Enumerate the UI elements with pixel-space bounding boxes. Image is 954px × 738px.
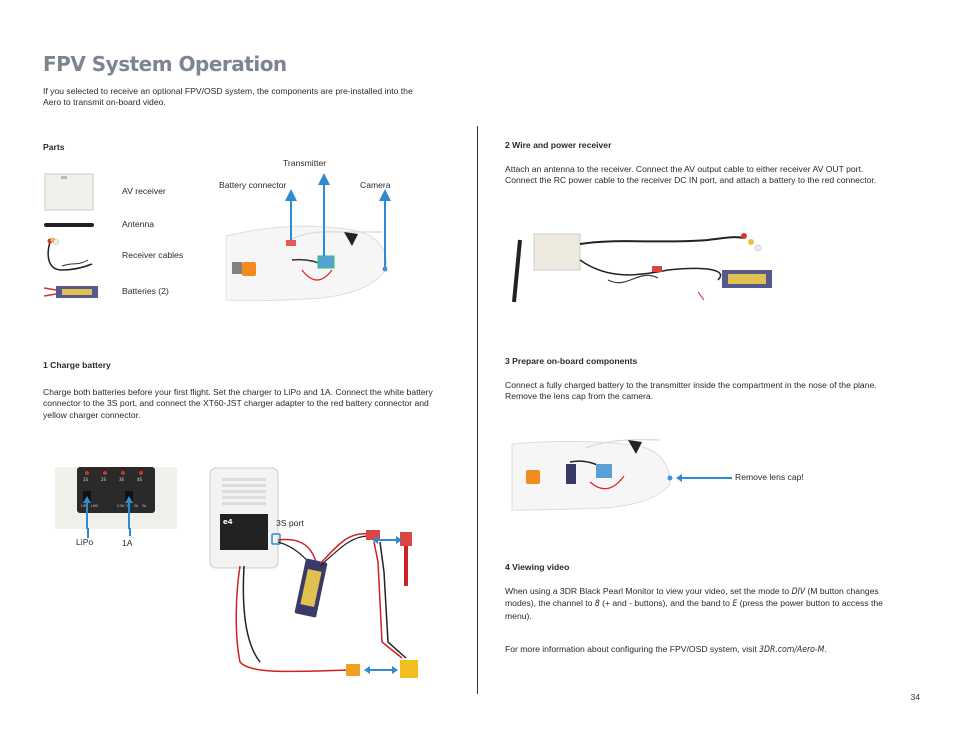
step4-heading: 4 Viewing video — [505, 562, 570, 572]
more-info-text: For more information about configuring t… — [505, 644, 827, 655]
label-3s-port: 3S port — [276, 518, 304, 528]
part-label-av-receiver: AV receiver — [122, 186, 166, 196]
switch-label-3a: 3A — [142, 504, 147, 508]
part-label-receiver-cables: Receiver cables — [122, 250, 184, 260]
switch-label-2a: 2A — [134, 504, 139, 508]
av-receiver-image — [44, 173, 94, 211]
step1-body: Charge both batteries before your first … — [43, 387, 433, 420]
label-1a: 1A — [122, 538, 133, 548]
receiver-wiring-image — [512, 233, 772, 303]
mode-value: DIV — [791, 587, 806, 597]
intro-text: If you selected to receive an optional F… — [43, 86, 413, 108]
step4-body: When using a 3DR Black Pearl Monitor to … — [505, 586, 883, 621]
more-info-link[interactable]: 3DR.com/Aero-M — [759, 645, 825, 655]
column-divider — [477, 126, 478, 694]
charger-port-1s: 1S — [83, 477, 89, 482]
page-title: FPV System Operation — [43, 52, 287, 76]
step3-heading: 3 Prepare on-board components — [505, 356, 638, 366]
charger-panel-closeup: 1S 2S 3S 4S LiPo LiHV 0.5A 1A 2A 3A — [55, 467, 177, 529]
callout-camera: Camera — [360, 180, 391, 190]
charger-port-3s: 3S — [119, 477, 125, 482]
onboard-components-image — [511, 438, 732, 511]
svg-text:e4: e4 — [223, 518, 233, 526]
step2-body: Attach an antenna to the receiver. Conne… — [505, 164, 877, 186]
charger-port-2s: 2S — [101, 477, 107, 482]
switch-label-lihv: LiHV — [91, 504, 99, 508]
batteries-image — [43, 286, 98, 298]
receiver-cables-image — [47, 237, 93, 271]
label-lipo: LiPo — [76, 537, 94, 547]
charger-port-4s: 4S — [137, 477, 143, 482]
part-label-antenna: Antenna — [122, 219, 155, 229]
callout-remove-lens-cap: Remove lens cap! — [735, 472, 804, 482]
plane-nose-diagram — [225, 173, 391, 302]
page-number: 34 — [910, 692, 920, 702]
switch-label-lipo: LiPo — [81, 504, 87, 508]
step3-body: Connect a fully charged battery to the t… — [505, 380, 877, 402]
part-label-batteries: Batteries (2) — [122, 286, 169, 296]
channel-value: 8 — [594, 599, 600, 610]
switch-label-05a: 0.5A — [117, 504, 125, 508]
parts-heading: Parts — [43, 142, 65, 152]
lipo-arrow-icon — [87, 528, 89, 538]
step2-heading: 2 Wire and power receiver — [505, 140, 612, 150]
band-value: E — [732, 599, 738, 610]
callout-battery-connector: Battery connector — [219, 180, 287, 190]
one-a-arrow-icon — [129, 528, 131, 536]
step1-heading: 1 Charge battery — [43, 360, 111, 370]
antenna-image — [44, 223, 94, 227]
callout-transmitter: Transmitter — [283, 158, 327, 168]
charger-wiring-diagram: e4 — [209, 467, 418, 678]
